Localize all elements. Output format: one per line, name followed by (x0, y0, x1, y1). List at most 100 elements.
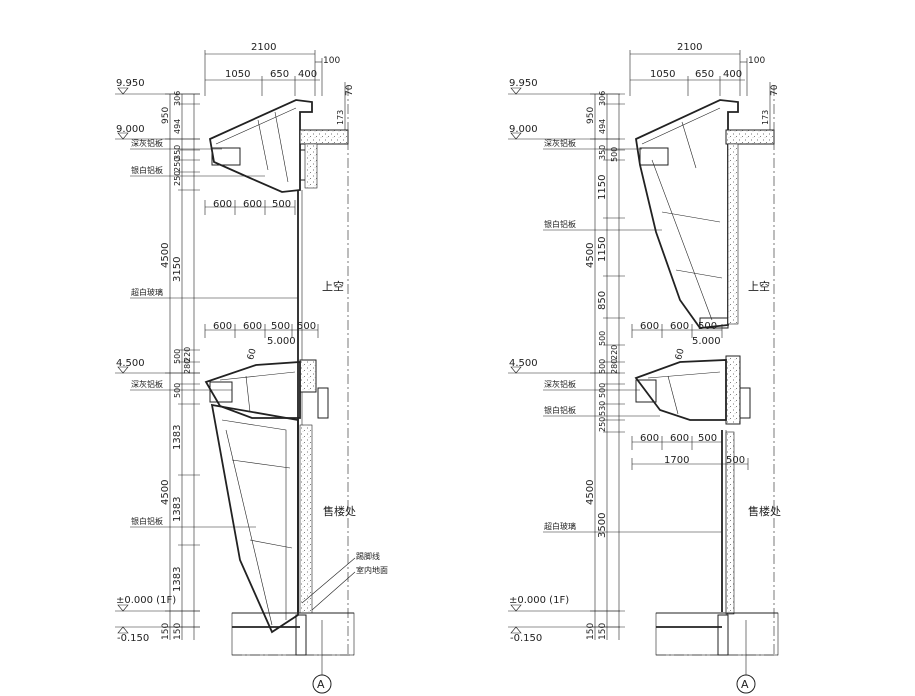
leader-lines (130, 148, 356, 611)
vdim-250: 250 (598, 417, 607, 432)
elev-5000: 5.000 (692, 336, 721, 347)
vdim-500-c: 500 (598, 359, 607, 374)
top-dim-extra: 100 (323, 56, 340, 66)
top-dim-part-3: 400 (723, 69, 742, 80)
top-dim-part-1: 1050 (225, 69, 250, 80)
vdim-280: 280 (610, 359, 619, 374)
label-grey-aluminium-lower: 深灰铝板 (131, 379, 163, 389)
floor-slabs (299, 129, 349, 614)
label-white-aluminium-upper: 银白铝板 (131, 165, 163, 175)
level-4500: 4.500 (116, 358, 145, 369)
level-9950: 9.950 (116, 78, 145, 89)
level-minus-0150: -0.150 (117, 633, 149, 644)
horizontal-dimensions (631, 324, 749, 470)
vdim-500-b: 500 (598, 331, 607, 346)
label-white-aluminium-lower: 银白铝板 (544, 405, 576, 415)
horizontal-dimensions (204, 200, 319, 338)
vdim-150-outer: 150 (161, 623, 171, 640)
level-0000: ±0.000 (1F) (116, 595, 176, 606)
hdim-500-b: 500 (271, 321, 290, 332)
vdim-850: 850 (597, 291, 608, 310)
vdim-173: 173 (336, 110, 345, 125)
vdim-530: 530 (598, 401, 607, 416)
inclined-fin (210, 403, 299, 634)
vdim-220: 220 (183, 347, 192, 362)
label-grey-aluminium-upper: 深灰铝板 (131, 138, 163, 148)
hdim-500-c: 500 (297, 321, 316, 332)
vdim-950: 950 (586, 107, 596, 124)
vdim-350: 350 (173, 145, 182, 160)
top-dim-part-2: 650 (270, 69, 289, 80)
label-upper-void: 上空 (748, 279, 770, 293)
hdim-1700: 1700 (664, 455, 689, 466)
vdim-950: 950 (161, 107, 171, 124)
level-minus-0150: -0.150 (510, 633, 542, 644)
lower-canopy (634, 359, 727, 421)
ground (231, 612, 355, 656)
level-markers: 9.950 9.000 4.500 ±0.000 (1F) -0.150 (115, 78, 200, 644)
level-4500: 4.500 (509, 358, 538, 369)
hdim-500-a: 500 (698, 321, 717, 332)
vdim-350: 350 (598, 145, 607, 160)
leader-lines (543, 148, 722, 533)
axis-bubble (736, 674, 756, 694)
axis-bubble (312, 674, 332, 694)
label-indoor-floor: 室内地面 (356, 565, 388, 575)
upper-canopy (208, 99, 313, 193)
vdim-1383-c: 1383 (172, 567, 183, 592)
label-grey-aluminium-upper: 深灰铝板 (544, 138, 576, 148)
level-markers: 9.950 9.000 4.500 ±0.000 (1F) -0.150 (508, 78, 620, 644)
hdim-600-a: 600 (213, 199, 232, 210)
vdim-1383-b: 1383 (172, 497, 183, 522)
floor-slabs (725, 129, 775, 615)
top-dim-part-3: 400 (298, 69, 317, 80)
vdim-494: 494 (598, 119, 607, 134)
top-dim-overall: 2100 (677, 42, 702, 53)
vdim-4500-upper: 4500 (585, 243, 596, 268)
hdim-600-a: 600 (640, 321, 659, 332)
vdim-150-inner: 150 (173, 623, 183, 640)
axis-label: A (741, 678, 749, 691)
vdim-4500-lower: 4500 (160, 480, 171, 505)
slope-60: 60 (246, 347, 259, 361)
hdim-600-b: 600 (243, 199, 262, 210)
vdim-1383-a: 1383 (172, 425, 183, 450)
label-sales-office: 售楼处 (748, 504, 781, 518)
label-glass: 超白玻璃 (131, 287, 163, 297)
label-skirting: 踢脚线 (356, 551, 380, 561)
vdim-173: 173 (761, 110, 770, 125)
vdim-250-a: 250 (173, 157, 182, 172)
top-dim-part-1: 1050 (650, 69, 675, 80)
vdim-3500: 3500 (597, 513, 608, 538)
level-9000: 9.000 (509, 124, 538, 135)
vdim-4500-lower: 4500 (585, 480, 596, 505)
elev-5000: 5.000 (267, 336, 296, 347)
hdim-600-c: 600 (640, 433, 659, 444)
upper-canopy (635, 99, 739, 329)
vdim-306: 306 (173, 91, 182, 106)
axis-label: A (317, 678, 325, 691)
vdim-306: 306 (598, 91, 607, 106)
section-right: 2100 100 1050 650 400 70 9.950 9.000 4.5… (508, 42, 781, 694)
ground (655, 612, 779, 656)
hdim-600-d: 600 (670, 433, 689, 444)
vdim-1150-b: 1150 (597, 237, 608, 262)
vdim-500-b: 500 (173, 383, 182, 398)
level-9950: 9.950 (509, 78, 538, 89)
label-grey-aluminium-lower: 深灰铝板 (544, 379, 576, 389)
label-white-aluminium-lower: 银白铝板 (131, 516, 163, 526)
label-upper-void: 上空 (322, 279, 344, 293)
vdim-250-b: 250 (173, 171, 182, 186)
hdim-600-b: 600 (670, 321, 689, 332)
level-0000: ±0.000 (1F) (509, 595, 569, 606)
hdim-500-b: 500 (698, 433, 717, 444)
hdim-500-c: 500 (726, 455, 745, 466)
hdim-500-a: 500 (272, 199, 291, 210)
top-dim-side: 70 (770, 84, 780, 96)
hdim-600-c: 600 (213, 321, 232, 332)
label-glass: 超白玻璃 (544, 521, 576, 531)
vdim-500-a: 500 (610, 147, 619, 162)
vdim-220: 220 (610, 345, 619, 360)
hdim-600-d: 600 (243, 321, 262, 332)
